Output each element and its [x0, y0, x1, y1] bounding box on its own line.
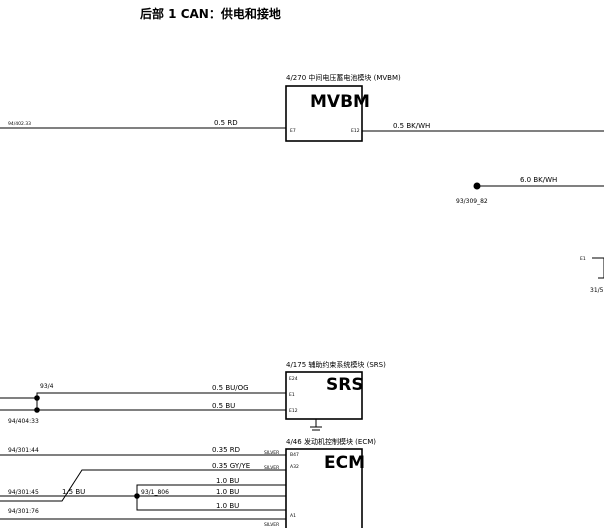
- ecm-module-label: 4/46 发动机控制模块 (ECM): [286, 437, 376, 446]
- diagram-title: 后部 1 CAN：供电和接地: [140, 6, 281, 21]
- far-right-pin: E1: [580, 256, 586, 262]
- wire-label-srs-1: 0.5 BU/OG: [212, 384, 249, 392]
- ecm-module-box: [285, 448, 363, 528]
- connector-94-301-44: 94/301:44: [8, 447, 39, 454]
- wire-srs-1: [0, 392, 286, 399]
- srs-pin-1: E24: [289, 376, 298, 382]
- ecm-pin-3: A1: [290, 513, 296, 519]
- wire-label-ecm-3: 1.0 BU: [216, 477, 239, 485]
- srs-module-name: SRS: [326, 375, 364, 395]
- wire-label-srs-2: 0.5 BU: [212, 402, 235, 410]
- connector-93-309: 93/309_82: [456, 198, 488, 205]
- srs-module-label: 4/175 辅助约束系统模块 (SRS): [286, 360, 386, 369]
- connector-94-301-45: 94/301:45: [8, 489, 39, 496]
- srs-module-box: [285, 371, 363, 420]
- ecm-pin-1: B47: [290, 452, 299, 458]
- connector-93-1-806: 93/1_806: [141, 489, 169, 496]
- connector-94-404: 94/404:33: [8, 418, 39, 425]
- connector-94-301-76: 94/301:76: [8, 508, 39, 515]
- ecm-connector-tag-1: SILVER: [264, 450, 279, 456]
- mvbm-module-label: 4/270 中间电压蓄电池模块 (MVBM): [286, 73, 401, 82]
- wire-label-ecm-5: 1.0 BU: [216, 502, 239, 510]
- mvbm-module-name: MVBM: [310, 92, 370, 112]
- mvbm-pin-right: E12: [351, 128, 360, 134]
- connector-93-4: 93/4: [40, 383, 54, 390]
- srs-pin-2: E1: [289, 392, 295, 398]
- mvbm-module-box: [285, 85, 363, 142]
- wire-label-ecm-2: 0.35 GY/YE: [212, 462, 250, 470]
- connector-top-left: 94/402.33: [8, 121, 31, 127]
- mvbm-pin-left: E7: [290, 128, 296, 134]
- wire-ecm-2: [0, 469, 286, 502]
- ecm-connector-tag-2: SILVER: [264, 465, 279, 471]
- wire-ecm-5: [136, 496, 286, 511]
- ecm-module-name: ECM: [324, 453, 365, 473]
- wire-label-gnd-feed: 6.0 BK/WH: [520, 176, 557, 184]
- wire-label-ecm-1: 0.35 RD: [212, 446, 240, 454]
- wire-label-mvbm-out: 0.5 BK/WH: [393, 122, 430, 130]
- splice-dot-93-1-806: [134, 493, 140, 499]
- ecm-pin-2: A32: [290, 464, 299, 470]
- srs-pin-3: E12: [289, 408, 298, 414]
- wire-label-mvbm-in: 0.5 RD: [214, 119, 238, 127]
- wire-ecm-3: [136, 484, 286, 496]
- splice-dot-94-404: [34, 407, 40, 413]
- splice-dot-93-309: [473, 182, 481, 190]
- ecm-connector-tag-3: SILVER: [264, 522, 279, 528]
- wire-label-ecm-4: 1.0 BU: [216, 488, 239, 496]
- wire-label-left-bu: 1.5 BU: [62, 488, 85, 496]
- far-right-label: 31/5: [590, 287, 604, 294]
